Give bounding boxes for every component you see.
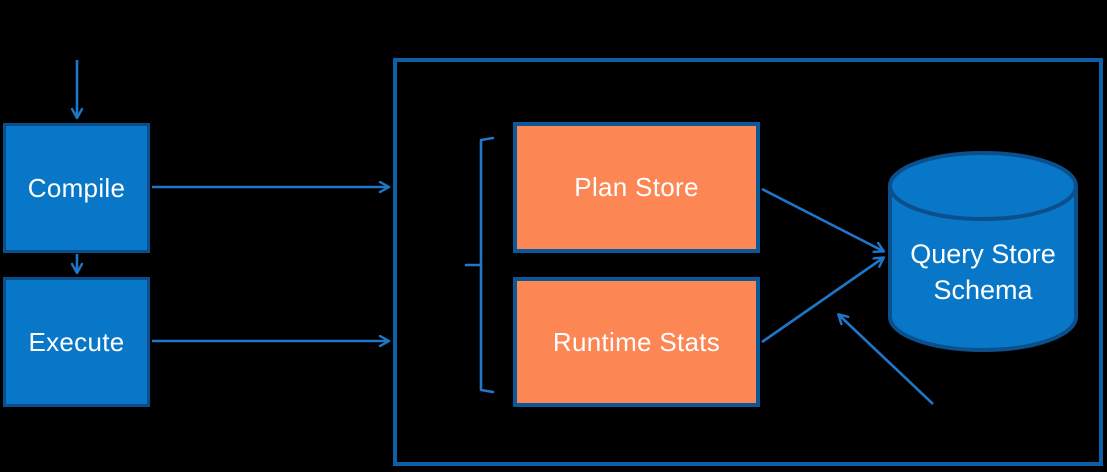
- compile-node: Compile: [3, 123, 150, 253]
- plan-store-label: Plan Store: [574, 172, 699, 202]
- query-store-container-box: [393, 58, 1103, 466]
- execute-label: Execute: [28, 326, 125, 357]
- arrow-bottom-into-schema: [839, 315, 934, 405]
- runtime-stats-node: Runtime Stats: [513, 277, 760, 407]
- compile-label: Compile: [27, 172, 126, 203]
- execute-node: Execute: [3, 277, 150, 407]
- database-cylinder-icon: [888, 151, 1078, 352]
- arrow-runtime-stats-to-schema: [761, 258, 883, 344]
- group-bracket: [464, 136, 495, 394]
- arrow-plan-store-to-schema: [761, 187, 883, 251]
- runtime-stats-label: Runtime Stats: [552, 326, 721, 357]
- plan-store-node: Plan Store: [513, 122, 760, 253]
- query-store-schema-label: Query Store Schema: [910, 239, 1056, 305]
